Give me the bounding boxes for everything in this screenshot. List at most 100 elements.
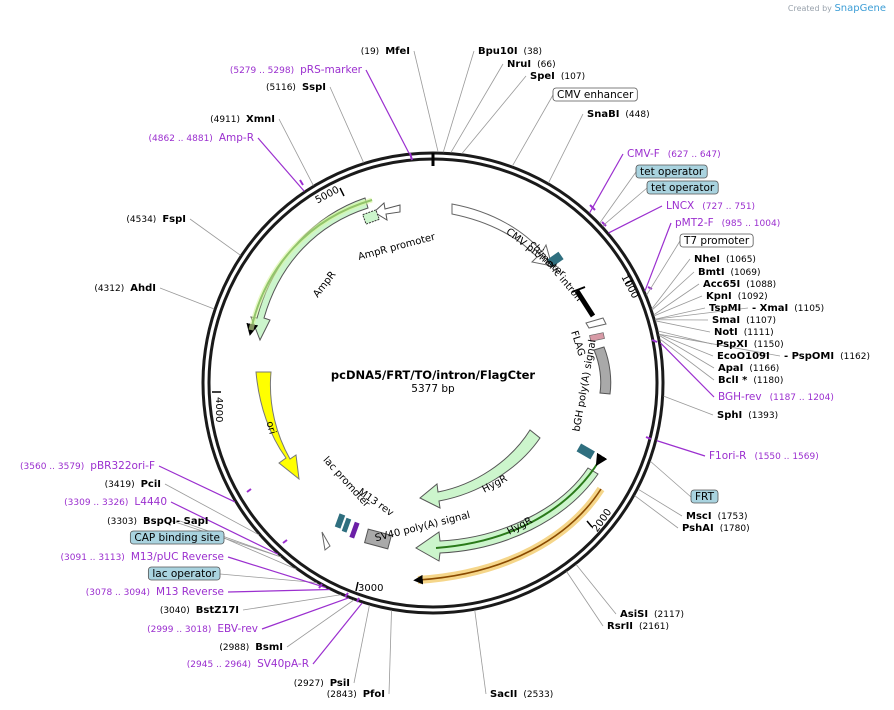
- feature-box-text: CAP binding site: [134, 532, 220, 544]
- enzyme-name: BspQI: [143, 516, 176, 527]
- feature-ampr: [250, 197, 369, 342]
- feature-flag-pink: [589, 332, 605, 342]
- feature-box: [646, 180, 719, 195]
- enzyme-position: (3040): [160, 606, 190, 616]
- tick-label-5000: 5000: [314, 185, 342, 207]
- feature-ampr-band: [248, 197, 373, 331]
- leader-line: [653, 283, 700, 316]
- primer-leader-line: [227, 588, 330, 593]
- enzyme-position: (1180): [753, 376, 783, 386]
- feature-teal-small: [576, 443, 595, 460]
- primer-range: (1550 .. 1569): [754, 452, 818, 462]
- primer-leader-line: [227, 556, 326, 589]
- leader-line: [654, 307, 706, 320]
- leader-line: [566, 571, 604, 627]
- primer-range: (3091 .. 3113): [61, 553, 125, 563]
- enzyme-position: (1065): [726, 255, 756, 265]
- primer-name: pRS-marker: [300, 64, 363, 76]
- enzyme-name: BsmI: [255, 642, 283, 653]
- primer-name: Amp-R: [219, 132, 254, 144]
- enzyme-position: (1780): [720, 524, 750, 534]
- primer-leader-line: [158, 465, 236, 503]
- primer-leader-line: [312, 602, 363, 665]
- primer-name: F1ori-R: [709, 450, 746, 462]
- enzyme-position: (1107): [746, 316, 776, 326]
- leader-line: [634, 495, 679, 529]
- plasmid-name: pcDNA5/FRT/TO/intron/FlagCter: [331, 368, 535, 382]
- primer-name: pMT2-F: [675, 217, 714, 229]
- primer-range: (985 .. 1004): [722, 219, 781, 229]
- enzyme-position: (2927): [294, 679, 324, 689]
- enzyme-position: (1162): [840, 352, 870, 362]
- enzyme-position: (1105): [794, 304, 824, 314]
- primer-name: BGH-rev: [718, 391, 762, 403]
- primer-range: (3560 .. 3579): [20, 462, 84, 472]
- feature-lac-promoter: [321, 531, 331, 551]
- primer-name: L4440: [134, 496, 167, 508]
- enzyme-name: SpeI: [530, 71, 555, 82]
- enzyme-name: FspI: [162, 214, 186, 225]
- primer-name: pBR322ori-F: [90, 460, 155, 472]
- primer-range: (1187 .. 1204): [770, 393, 834, 403]
- primer-name: EBV-rev: [217, 623, 258, 635]
- feature-flag-arrow: [585, 317, 607, 329]
- enzyme-name: NruI: [507, 59, 531, 70]
- leader-line: [242, 594, 341, 611]
- feature-box: [635, 164, 708, 179]
- leader-line: [637, 488, 683, 517]
- leader-line: [179, 520, 282, 558]
- leader-line: [655, 320, 711, 333]
- enzyme-position: (4534): [126, 215, 156, 225]
- leader-line: [602, 187, 648, 227]
- enzyme-name: PciI: [141, 479, 161, 490]
- enzyme-position: (448): [625, 110, 649, 120]
- leader-line: [599, 171, 637, 224]
- enzyme-name: NheI: [694, 254, 720, 265]
- enzyme-name: KpnI: [706, 291, 732, 302]
- enzyme-position: (2843): [327, 690, 357, 700]
- enzyme-position: (1069): [731, 268, 761, 278]
- primer-name: CMV-F: [627, 148, 660, 160]
- leader-line: [286, 599, 355, 648]
- feature-box-text: T7 promoter: [683, 235, 750, 247]
- feature-intron-tick: [571, 286, 586, 293]
- enzyme-position: (1111): [744, 328, 774, 338]
- leader-line: [159, 287, 215, 310]
- feature-label-ampr-promoter: AmpR promoter: [357, 231, 437, 262]
- enzyme-name: BmtI: [698, 267, 725, 278]
- primer-name: M13 Reverse: [156, 586, 224, 598]
- primer-range: (2945 .. 2964): [187, 660, 251, 670]
- primer-range: (3309 .. 3326): [64, 498, 128, 508]
- enzyme-name: BstZ17I: [196, 605, 239, 616]
- enzyme-name: - SapI: [176, 516, 208, 527]
- enzyme-name: - PspOMI: [784, 351, 834, 362]
- primer-name: SV40pA-R: [257, 658, 309, 670]
- leader-line: [653, 295, 703, 317]
- primer-leader-line: [608, 205, 663, 234]
- leader-line: [548, 113, 584, 184]
- leader-line: [329, 86, 365, 163]
- enzyme-name: AhdI: [130, 283, 156, 294]
- enzyme-name: TspMI: [709, 303, 741, 314]
- feature-sv40-polya: [363, 528, 393, 550]
- credit-prefix: Created by: [787, 4, 832, 13]
- enzyme-position: (1092): [738, 292, 768, 302]
- feature-box: [690, 489, 719, 504]
- feature-m13-block-a: [334, 513, 346, 529]
- primer-leader-line: [261, 597, 349, 630]
- enzyme-position: (4312): [94, 284, 124, 294]
- enzyme-position: (66): [537, 60, 555, 70]
- enzyme-position: (3419): [105, 480, 135, 490]
- feature-box-text: lac operator: [152, 568, 216, 580]
- primer-range: (627 .. 647): [668, 150, 721, 160]
- leader-line: [450, 63, 504, 153]
- scale-ticks: [212, 187, 634, 592]
- enzyme-name: XmnI: [246, 114, 275, 125]
- primer-leader-line: [644, 222, 672, 292]
- feature-hygr-inner: [419, 429, 541, 509]
- leader-line: [442, 50, 475, 153]
- enzyme-position: (1753): [718, 512, 748, 522]
- outer-labels: MfeI(19)Bpu10I(38)NruI(66)SpeI(107)CMV e…: [20, 46, 870, 700]
